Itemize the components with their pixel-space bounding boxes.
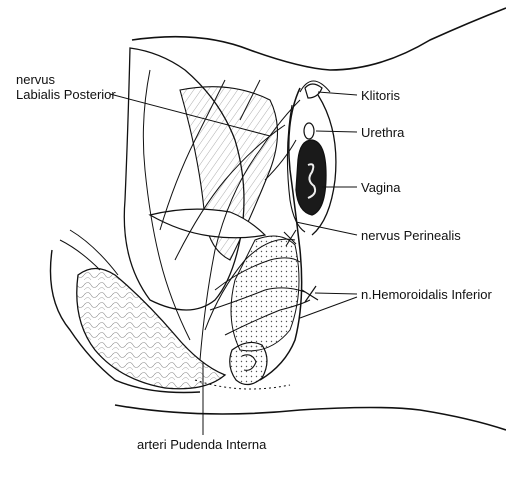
label-nervus-perinealis: nervus Perinealis	[361, 228, 461, 243]
muscle-body	[123, 47, 245, 311]
labium-outline	[259, 87, 303, 381]
urethra-opening	[303, 122, 315, 140]
label-nervus-labialis-posterior: nervus Labialis Posterior	[16, 72, 116, 102]
body-contour-bottom	[114, 404, 506, 431]
vaginal-orifice	[295, 139, 327, 216]
label-vagina: Vagina	[361, 180, 401, 195]
label-nervus-line1: nervus	[16, 72, 56, 87]
gluteal-fat	[76, 267, 227, 390]
body-contour-top	[131, 7, 506, 71]
label-urethra: Urethra	[361, 125, 405, 140]
perineal-region	[230, 235, 300, 352]
label-nervus-line2: Labialis Posterior	[16, 87, 116, 102]
nerve-branches	[59, 69, 311, 361]
buttock-fold	[49, 249, 201, 394]
label-hemoroidalis-inferior: n.Hemoroidalis Inferior	[361, 287, 492, 302]
label-arteri-pudenda-interna: arteri Pudenda Interna	[137, 437, 267, 452]
anal-region	[229, 341, 268, 386]
leader-lines	[109, 91, 358, 435]
clitoris-shape	[304, 83, 323, 99]
label-klitoris: Klitoris	[361, 88, 401, 103]
